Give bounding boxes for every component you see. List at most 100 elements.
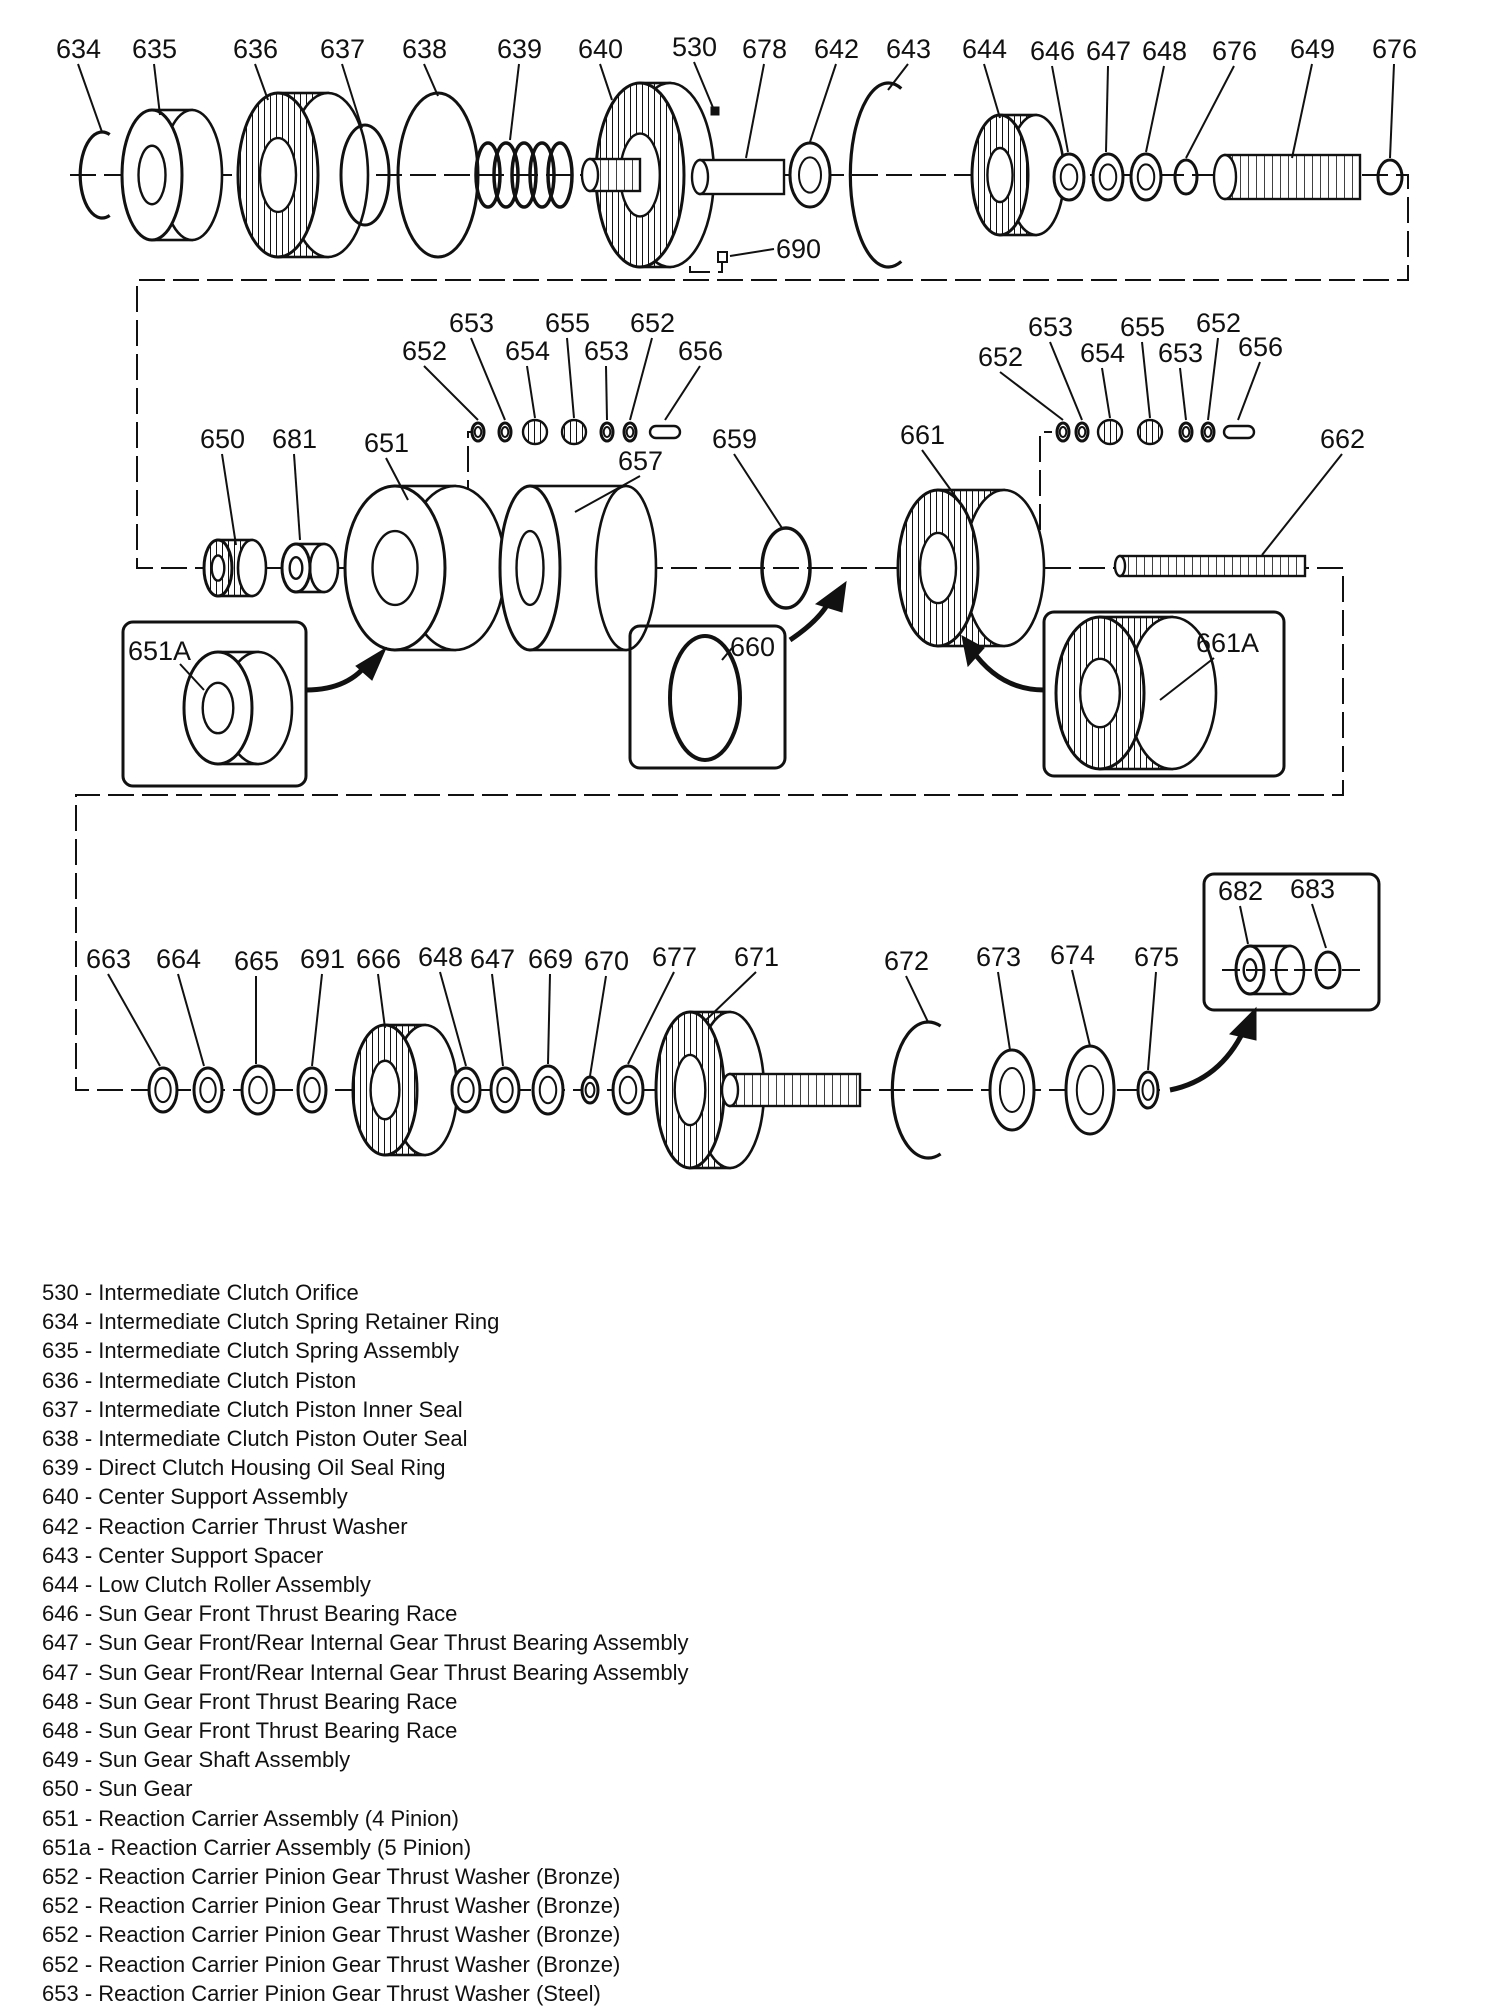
sun-gear-shaft-649-body (1223, 153, 1362, 201)
leader-659 (733, 453, 783, 529)
bushing-681-bore (288, 556, 304, 581)
bearing-race-648-inner (1136, 163, 1156, 191)
leader-683 (1311, 903, 1327, 949)
callout-651: 651 (364, 428, 409, 458)
shaft-662-body (1118, 554, 1307, 578)
leader-636 (254, 63, 269, 101)
roller-assembly-644 (970, 113, 1066, 237)
legend-item: 644 - Low Clutch Roller Assembly (42, 1572, 371, 1598)
race-665-inner (248, 1075, 268, 1105)
retainer-ring-634 (78, 130, 111, 220)
leader-648 (1145, 65, 1165, 153)
bushing-676a (1173, 158, 1199, 196)
legend-item: 648 - Sun Gear Front Thrust Bearing Race (42, 1688, 458, 1714)
oil-seal-ring-639-2-outline (510, 141, 538, 209)
callout-666: 666 (356, 944, 401, 974)
inset-carrier-651a (182, 650, 294, 766)
callout-678: 678 (742, 34, 787, 64)
support-hub-640 (580, 157, 642, 193)
inset-ring-660 (668, 634, 742, 762)
washer-673-inner (998, 1067, 1026, 1113)
sun-gear-650-bore (210, 554, 226, 582)
output-shaft-671-bore (673, 1053, 707, 1127)
inset-box-660 (628, 624, 787, 770)
callout-655: 655 (1120, 312, 1165, 342)
legend-item: 646 - Sun Gear Front Thrust Bearing Race (42, 1601, 458, 1627)
leader-654 (526, 365, 536, 419)
bushing-676b-outline (1376, 158, 1404, 196)
race-648 (450, 1066, 482, 1114)
race-669-inner (538, 1075, 558, 1105)
callout-673: 673 (976, 942, 1021, 972)
washer-674-inner (1075, 1064, 1105, 1116)
race-648-inner (457, 1076, 475, 1104)
callout-672: 672 (884, 946, 929, 976)
leader-655 (566, 337, 575, 419)
callout-669: 669 (528, 944, 573, 974)
race-669 (531, 1064, 565, 1116)
orifice-530 (710, 106, 720, 116)
pinion-washer-right-0 (1055, 421, 1071, 443)
legend-item: 636 - Intermediate Clutch Piston (42, 1367, 357, 1393)
legend-item: 650 - Sun Gear (42, 1776, 193, 1802)
arrow-660-head (814, 580, 847, 613)
callout-652: 652 (402, 336, 447, 366)
inset-seal-683 (1314, 950, 1342, 990)
arrow-682-head (1229, 1006, 1257, 1041)
race-665 (240, 1064, 276, 1116)
orifice-690 (717, 251, 728, 263)
pinion-washer-right-5 (1200, 421, 1216, 443)
oil-seal-ring-639-3-outline (528, 141, 556, 209)
pinion-washer-left-5-inner (625, 426, 635, 438)
callout-646: 646 (1030, 36, 1075, 66)
pinion-washer-left-0-inner (473, 426, 483, 438)
callout-653: 653 (1028, 312, 1073, 342)
leader-681 (293, 453, 301, 541)
leader-652 (1207, 337, 1219, 421)
band-657 (498, 484, 658, 652)
callout-648: 648 (1142, 36, 1187, 66)
leader-653 (1049, 341, 1083, 421)
inset-carrier-651a-bore (201, 681, 235, 735)
leader-655 (1141, 341, 1151, 419)
bushing-677-inner (618, 1075, 638, 1105)
callout-648: 648 (418, 942, 463, 972)
leader-656 (1237, 361, 1261, 421)
callout-651A: 651A (128, 636, 191, 666)
washer-670 (580, 1075, 600, 1105)
clutch-piston-636-bore (258, 136, 298, 214)
outer-seal-638-outline (396, 91, 480, 259)
callout-691: 691 (300, 944, 345, 974)
legend-item: 653 - Reaction Carrier Pinion Gear Thrus… (42, 1980, 601, 2006)
leader-653 (1179, 367, 1187, 421)
race-663 (147, 1066, 179, 1114)
sleeve-678 (698, 158, 786, 196)
snap-ring-672 (890, 1020, 942, 1160)
legend-item: 639 - Direct Clutch Housing Oil Seal Rin… (42, 1455, 446, 1481)
leader-643 (887, 63, 909, 91)
bearing-664 (192, 1066, 224, 1114)
callout-634: 634 (56, 34, 101, 64)
inset-carrier-661a-bore (1078, 657, 1121, 729)
pinion-gear-left-3 (560, 418, 588, 446)
sun-gear-650 (202, 538, 268, 598)
legend-item: 652 - Reaction Carrier Pinion Gear Thrus… (42, 1951, 621, 1977)
oil-seal-ring-639-0 (474, 141, 502, 209)
callout-671: 671 (734, 942, 779, 972)
pinion-washer-left-1-inner (500, 426, 510, 438)
sun-gear-650-back (236, 538, 268, 598)
callout-664: 664 (156, 944, 201, 974)
ring-659-outline (760, 526, 812, 610)
leader-676 (1389, 63, 1395, 159)
leader-635 (153, 63, 161, 116)
leader-644 (983, 63, 1001, 119)
leader-653 (470, 337, 506, 421)
legend-item: 634 - Intermediate Clutch Spring Retaine… (42, 1309, 500, 1335)
washer-670-inner (584, 1081, 596, 1099)
carrier-661 (896, 488, 1046, 648)
washer-673 (988, 1048, 1036, 1132)
legend-item: 652 - Reaction Carrier Pinion Gear Thrus… (42, 1922, 621, 1948)
inset-box-682 (1202, 872, 1381, 1012)
callout-681: 681 (272, 424, 317, 454)
leader-691 (311, 973, 323, 1067)
